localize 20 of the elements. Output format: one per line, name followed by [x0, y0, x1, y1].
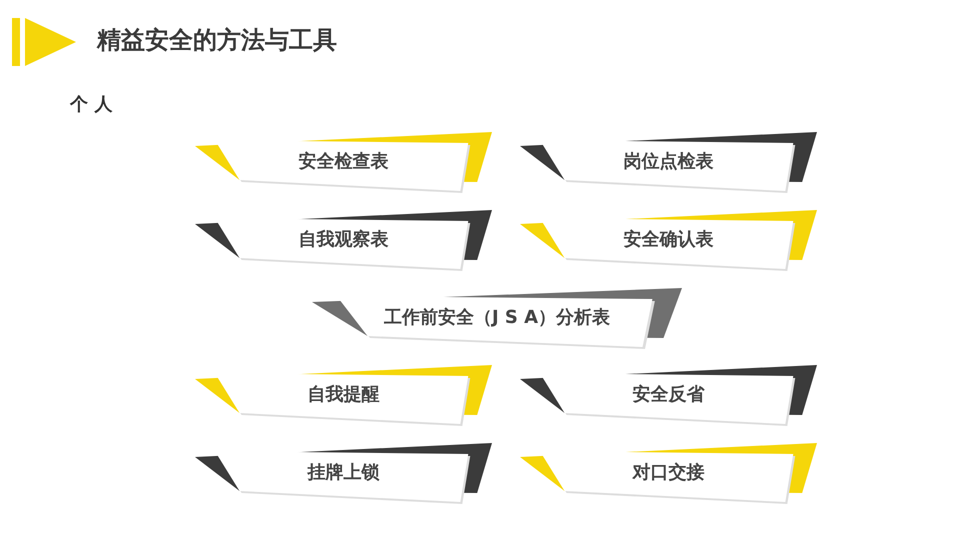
tag-card — [195, 132, 492, 194]
card-label: 安全反省 — [632, 383, 706, 406]
card-label: 自我提醒 — [306, 383, 380, 406]
tag-card — [520, 443, 817, 505]
section-label: 个 人 — [70, 93, 112, 116]
card-label: 工作前安全（J S A）分析表 — [382, 306, 612, 329]
tag-card — [195, 443, 492, 505]
tag-card — [520, 365, 817, 427]
card-label: 对口交接 — [631, 461, 706, 484]
card-label: 安全确认表 — [622, 228, 714, 251]
tag-card — [520, 210, 817, 272]
card-label: 挂牌上锁 — [306, 461, 380, 484]
page-title: 精益安全的方法与工具 — [97, 25, 337, 56]
tag-card — [195, 365, 492, 427]
tag-card — [195, 210, 492, 272]
card-label: 安全检查表 — [298, 150, 390, 173]
tag-card — [312, 288, 682, 350]
card-label: 岗位点检表 — [622, 150, 714, 173]
tag-card — [520, 132, 817, 194]
card-label: 自我观察表 — [298, 228, 390, 251]
